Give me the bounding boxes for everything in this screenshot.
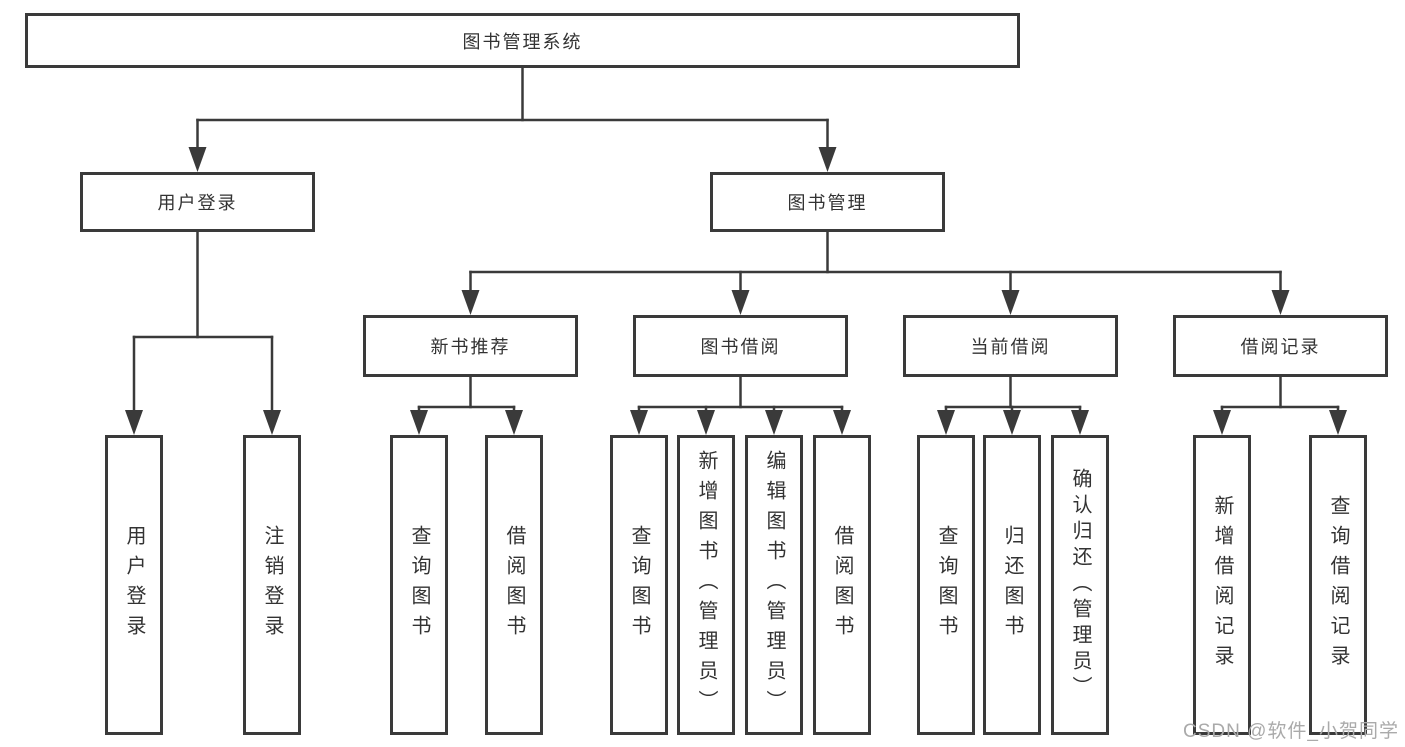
leaf-user-login: 用户登录 bbox=[105, 435, 163, 735]
leaf-user-login-label: 用户登录 bbox=[123, 525, 145, 645]
leaf-query-books-current: 查询图书 bbox=[917, 435, 975, 735]
node-root-label: 图书管理系统 bbox=[462, 31, 583, 52]
node-book-management-label: 图书管理 bbox=[787, 193, 868, 213]
leaf-add-book-admin-label: 新增图书（管理员） bbox=[695, 450, 717, 720]
leaf-query-books-current-label: 查询图书 bbox=[935, 525, 957, 645]
leaf-borrow-books-label: 借阅图书 bbox=[831, 525, 853, 645]
leaf-return-books: 归还图书 bbox=[983, 435, 1041, 735]
leaf-query-borrow-record-label: 查询借阅记录 bbox=[1327, 495, 1349, 675]
leaf-confirm-return-admin-label: 确认归还（管理员） bbox=[1069, 468, 1091, 702]
node-borrow-records-label: 借阅记录 bbox=[1240, 337, 1321, 357]
leaf-borrow-books-recommend-label: 借阅图书 bbox=[503, 525, 525, 645]
node-book-management: 图书管理 bbox=[710, 172, 945, 232]
csdn-watermark: CSDN @软件_小贺同学 bbox=[1183, 721, 1399, 742]
leaf-return-books-label: 归还图书 bbox=[1001, 525, 1023, 645]
leaf-query-books-borrow: 查询图书 bbox=[610, 435, 668, 735]
leaf-confirm-return-admin: 确认归还（管理员） bbox=[1051, 435, 1109, 735]
leaf-add-borrow-record-label: 新增借阅记录 bbox=[1211, 495, 1233, 675]
leaf-logout-label: 注销登录 bbox=[261, 525, 283, 645]
leaf-add-borrow-record: 新增借阅记录 bbox=[1193, 435, 1251, 735]
node-new-book-recommend-label: 新书推荐 bbox=[430, 337, 511, 357]
node-current-borrow: 当前借阅 bbox=[903, 315, 1118, 377]
node-borrow-records: 借阅记录 bbox=[1173, 315, 1388, 377]
leaf-query-books-recommend: 查询图书 bbox=[390, 435, 448, 735]
node-book-borrow-label: 图书借阅 bbox=[700, 337, 781, 357]
node-current-borrow-label: 当前借阅 bbox=[970, 337, 1051, 357]
leaf-edit-book-admin-label: 编辑图书（管理员） bbox=[763, 450, 785, 720]
node-user-login: 用户登录 bbox=[80, 172, 315, 232]
leaf-query-books-recommend-label: 查询图书 bbox=[408, 525, 430, 645]
leaf-query-borrow-record: 查询借阅记录 bbox=[1309, 435, 1367, 735]
node-root: 图书管理系统 bbox=[25, 13, 1020, 68]
node-new-book-recommend: 新书推荐 bbox=[363, 315, 578, 377]
node-user-login-label: 用户登录 bbox=[157, 193, 238, 213]
leaf-edit-book-admin: 编辑图书（管理员） bbox=[745, 435, 803, 735]
node-book-borrow: 图书借阅 bbox=[633, 315, 848, 377]
leaf-logout: 注销登录 bbox=[243, 435, 301, 735]
leaf-borrow-books-recommend: 借阅图书 bbox=[485, 435, 543, 735]
leaf-add-book-admin: 新增图书（管理员） bbox=[677, 435, 735, 735]
leaf-query-books-borrow-label: 查询图书 bbox=[628, 525, 650, 645]
leaf-borrow-books: 借阅图书 bbox=[813, 435, 871, 735]
